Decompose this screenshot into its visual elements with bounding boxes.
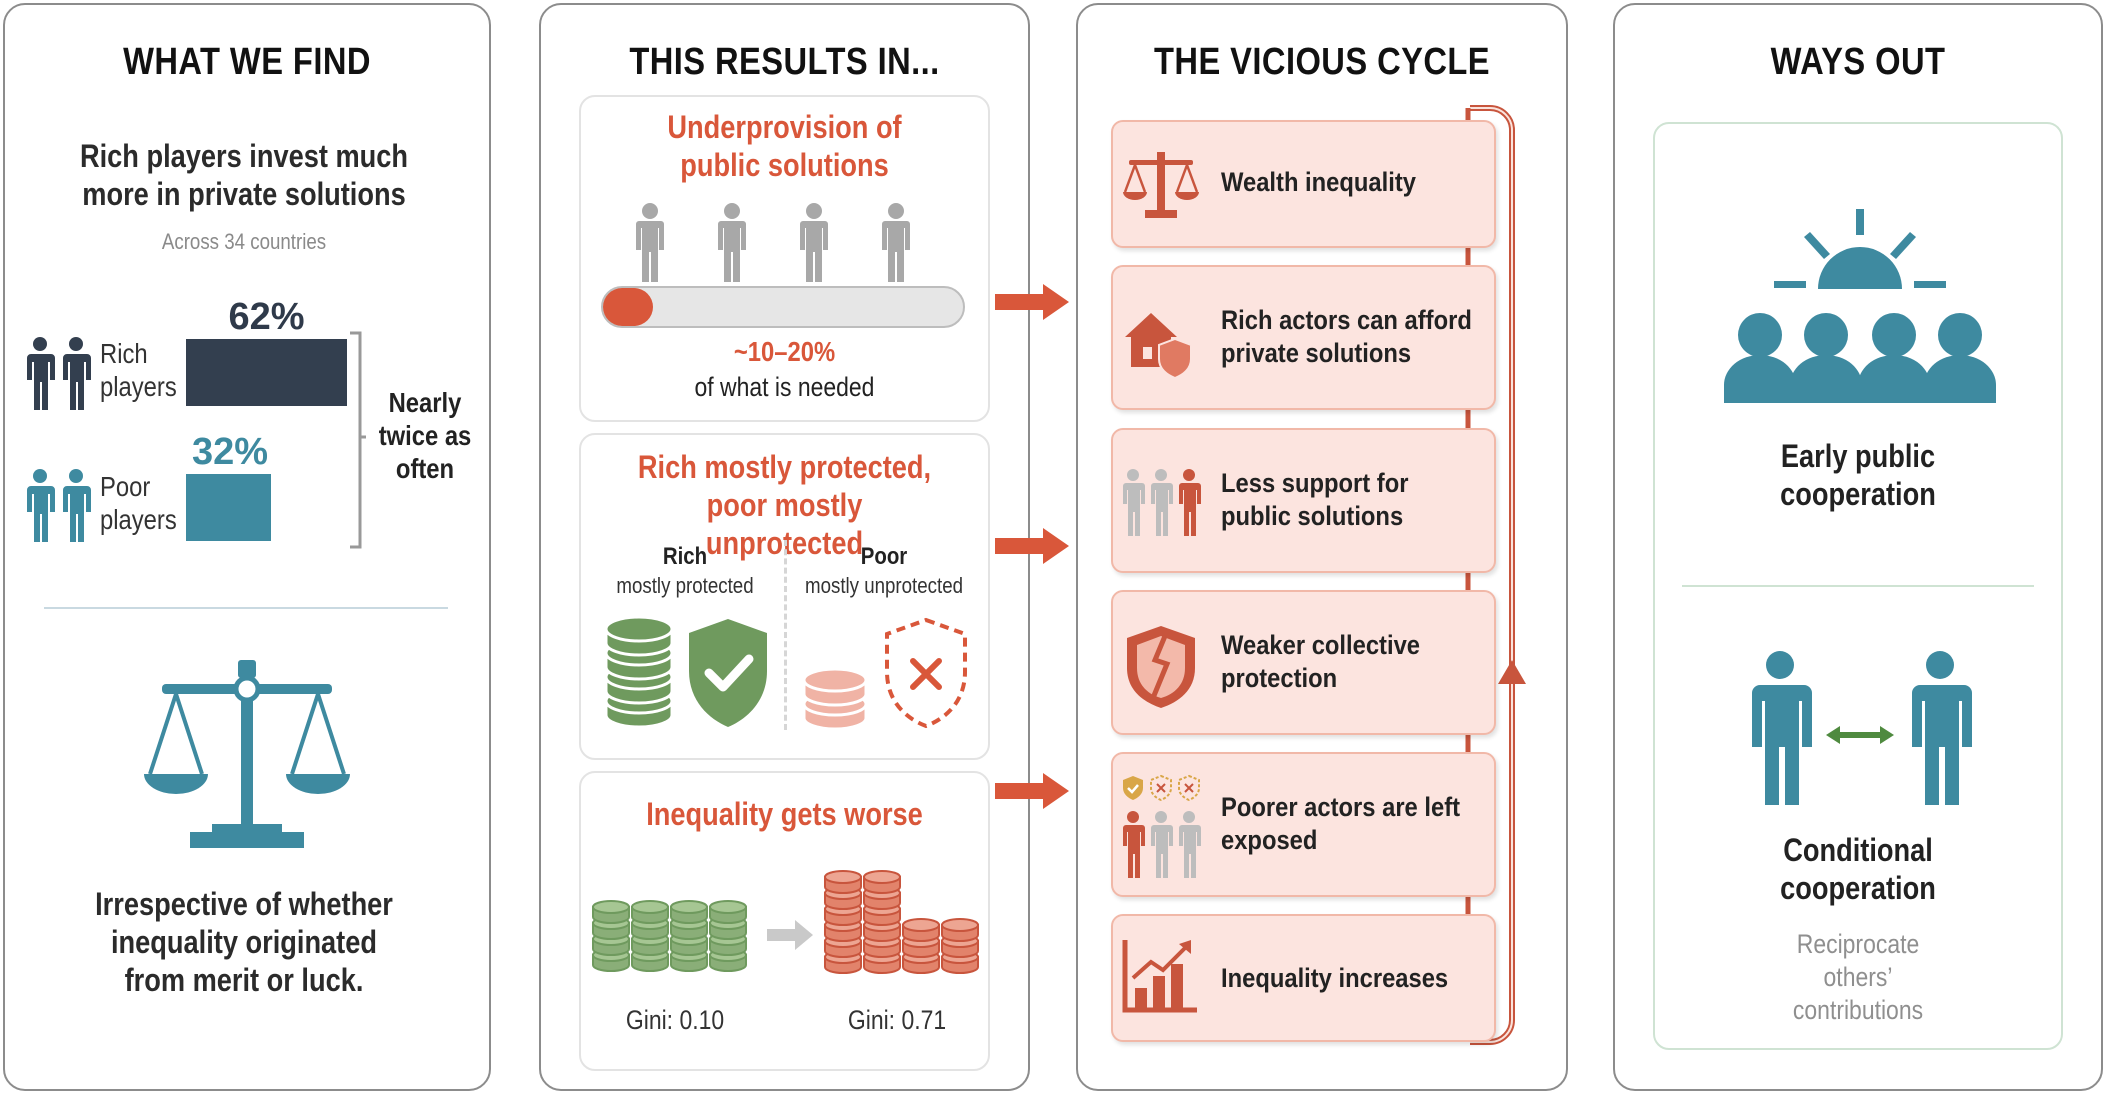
provision-percent: ~10–20%	[733, 336, 836, 367]
broken-shield-icon	[1127, 626, 1195, 708]
provision-progress-bar	[601, 286, 965, 328]
transition-arrow-icon	[767, 920, 813, 950]
early-public-cooperation: Early public cooperation	[1780, 438, 1936, 512]
cycle-step-6: Inequality increases	[1111, 914, 1496, 1042]
reciprocal-people-icon	[1752, 651, 1972, 805]
cycle-step-text: Poorer actors are left exposed	[1221, 792, 1461, 855]
panel-divider	[44, 607, 448, 609]
cycle-step-text: Inequality increases	[1221, 963, 1449, 993]
provision-caption: of what is needed	[694, 372, 875, 402]
public-people-icon	[636, 203, 910, 282]
rich-bar	[186, 339, 347, 406]
cycle-step-5: Poorer actors are left exposed	[1111, 752, 1496, 897]
rich-percent: 62%	[228, 296, 305, 338]
panel-title: WHAT WE FIND	[123, 41, 371, 83]
unequal-coins-icon	[824, 870, 979, 974]
gini-after: Gini: 0.71	[847, 1005, 947, 1035]
find-bottom-text: Irrespective of whether inequality origi…	[95, 886, 393, 998]
find-subtitle: Across 34 countries	[161, 229, 327, 254]
cycle-step-text: Less support for public solutions	[1221, 468, 1409, 531]
panel-ways-out: WAYS OUT	[1613, 3, 2103, 1091]
cycle-step-2: Rich actors can afford private solutions	[1111, 265, 1496, 410]
inequality-title: Inequality gets worse	[646, 796, 923, 832]
arrow-right-icon	[995, 528, 1069, 564]
poor-unprotected-sub: mostly unprotected	[805, 573, 963, 598]
rich-protected-label: Rich	[662, 543, 708, 570]
rich-people-icon	[27, 337, 91, 410]
sunrise-group-icon	[1724, 209, 1996, 403]
twice-as-often-label: Nearly twice as often	[378, 387, 472, 484]
gini-before: Gini: 0.10	[625, 1005, 725, 1035]
panel-title: THE VICIOUS CYCLE	[1154, 41, 1490, 83]
house-shield-icon	[1125, 313, 1192, 379]
protection-title: Rich mostly protected, poor mostly unpro…	[637, 449, 932, 561]
poor-coin-stack-icon	[802, 667, 868, 731]
poor-percent: 32%	[191, 431, 269, 473]
poor-people-icon	[27, 469, 91, 542]
people-icon	[1123, 469, 1201, 536]
poor-bar	[186, 474, 271, 541]
conditional-cooperation-sub: Reciprocate others’ contributions	[1792, 929, 1924, 1025]
cycle-step-1: Wealth inequality	[1111, 120, 1496, 248]
cycle-step-4: Weaker collective protection	[1111, 590, 1496, 735]
broken-shield-x-icon	[885, 617, 967, 729]
green-shield-check-icon	[689, 619, 767, 727]
panel-title: THIS RESULTS IN...	[629, 41, 940, 83]
find-headline: Rich players invest much more in private…	[79, 138, 409, 212]
conditional-cooperation: Conditional cooperation	[1780, 832, 1936, 906]
poor-unprotected-label: Poor	[860, 543, 908, 570]
cycle-step-text: Weaker collective protection	[1221, 630, 1421, 693]
ways-out-box	[1653, 122, 2063, 1050]
poor-players-label: Poor players	[100, 471, 177, 535]
rich-coin-stack-icon	[604, 615, 674, 729]
underprovision-title: Underprovision of public solutions	[667, 109, 902, 183]
rich-protected-sub: mostly protected	[616, 573, 754, 598]
ways-divider	[1682, 585, 2034, 587]
equal-coins-icon	[592, 900, 747, 972]
panel-title: WAYS OUT	[1770, 41, 1946, 83]
justice-scale-icon	[144, 660, 350, 848]
cycle-step-3: Less support for public solutions	[1111, 428, 1496, 573]
comparison-bracket	[350, 331, 366, 549]
arrow-right-icon	[995, 773, 1069, 809]
rising-chart-icon	[1122, 940, 1197, 1013]
cycle-step-text: Wealth inequality	[1221, 167, 1416, 197]
panel-what-we-find: WHAT WE FIND	[3, 3, 491, 1091]
arrow-right-icon	[995, 284, 1069, 320]
cycle-step-text: Rich actors can afford private solutions	[1221, 305, 1472, 368]
provision-progress-fill	[603, 288, 654, 326]
protection-divider	[784, 540, 787, 730]
exposed-people-icon	[1123, 774, 1201, 878]
rich-players-label: Rich players	[100, 338, 177, 402]
scales-icon	[1123, 152, 1199, 218]
